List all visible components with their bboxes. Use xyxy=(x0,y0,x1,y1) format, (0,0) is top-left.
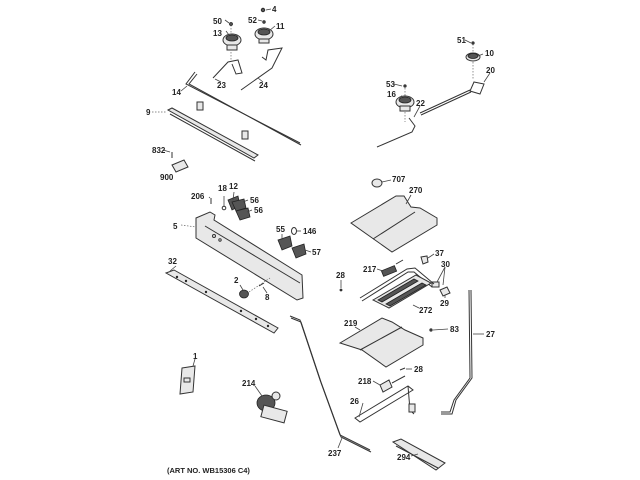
callout-20[interactable]: 20 xyxy=(486,66,495,75)
callout-23[interactable]: 23 xyxy=(217,81,226,90)
callout-28-lower[interactable]: 28 xyxy=(414,365,423,374)
callout-57[interactable]: 57 xyxy=(312,248,321,257)
part-29-orifice[interactable] xyxy=(439,286,451,297)
callout-146[interactable]: 146 xyxy=(303,227,317,236)
part-53-screw[interactable] xyxy=(403,84,407,88)
manifold-brackets xyxy=(196,101,249,140)
part-30-connector[interactable] xyxy=(431,281,440,288)
part-11-burner-head[interactable] xyxy=(254,27,274,44)
part-57-valve[interactable] xyxy=(291,243,307,259)
part-219-burner-shield[interactable] xyxy=(338,317,424,368)
callout-37[interactable]: 37 xyxy=(435,249,444,258)
callout-900[interactable]: 900 xyxy=(160,173,174,182)
part-294-bracket[interactable] xyxy=(391,438,446,471)
callout-5[interactable]: 5 xyxy=(173,222,178,231)
part-20-bracket[interactable] xyxy=(469,81,485,95)
callout-10[interactable]: 10 xyxy=(485,49,494,58)
callout-55[interactable]: 55 xyxy=(276,225,285,234)
part-214-valve-regulator[interactable] xyxy=(256,391,288,424)
part-900-clip[interactable] xyxy=(171,159,189,173)
callout-4[interactable]: 4 xyxy=(272,5,277,14)
callout-217[interactable]: 217 xyxy=(363,265,377,274)
part-4-screw[interactable] xyxy=(260,7,266,13)
part-28-screw-lower[interactable] xyxy=(399,367,406,371)
callout-1[interactable]: 1 xyxy=(193,352,198,361)
callout-24[interactable]: 24 xyxy=(259,81,268,90)
part-51-screw[interactable] xyxy=(471,41,475,45)
part-28-screw-upper[interactable] xyxy=(339,288,343,292)
callout-9[interactable]: 9 xyxy=(146,108,151,117)
callout-26[interactable]: 26 xyxy=(350,397,359,406)
callout-53[interactable]: 53 xyxy=(386,80,395,89)
part-24-tube[interactable] xyxy=(240,47,283,91)
callout-13[interactable]: 13 xyxy=(213,29,222,38)
part-237-gas-line[interactable] xyxy=(289,315,372,453)
part-22-tube[interactable] xyxy=(376,117,416,148)
part-217-igniter[interactable] xyxy=(380,259,404,277)
part-16-burner-head[interactable] xyxy=(395,85,415,122)
part-1-manual[interactable] xyxy=(179,365,196,395)
callout-14[interactable]: 14 xyxy=(172,88,181,97)
part-18-washer[interactable] xyxy=(221,205,227,211)
callout-8[interactable]: 8 xyxy=(265,293,270,302)
part-5-manifold-panel[interactable] xyxy=(195,211,304,301)
part-27-gas-line[interactable] xyxy=(441,289,473,415)
callout-219[interactable]: 219 xyxy=(344,319,358,328)
part-13-burner-head[interactable] xyxy=(222,25,242,60)
part-2-knob[interactable] xyxy=(239,289,249,299)
callout-707[interactable]: 707 xyxy=(392,175,406,184)
part-9-burner-rail[interactable] xyxy=(166,107,259,162)
tube-upper-right xyxy=(419,89,472,116)
part-272-burner-grid[interactable] xyxy=(371,274,433,309)
part-50-screw[interactable] xyxy=(229,22,233,26)
part-55-valve[interactable] xyxy=(277,235,293,251)
part-26-bracket[interactable] xyxy=(354,385,416,423)
callout-214[interactable]: 214 xyxy=(242,379,256,388)
part-52-screw[interactable] xyxy=(262,20,266,24)
callout-237[interactable]: 237 xyxy=(328,449,342,458)
callout-30[interactable]: 30 xyxy=(441,260,450,269)
callout-206[interactable]: 206 xyxy=(191,192,205,201)
callout-27[interactable]: 27 xyxy=(486,330,495,339)
callout-28-upper[interactable]: 28 xyxy=(336,271,345,280)
callout-16[interactable]: 16 xyxy=(387,90,396,99)
callout-52[interactable]: 52 xyxy=(248,16,257,25)
part-10-burner-head[interactable] xyxy=(465,44,481,80)
part-56-valve-a[interactable] xyxy=(231,198,247,212)
callout-56-b[interactable]: 56 xyxy=(254,206,263,215)
callout-56-a[interactable]: 56 xyxy=(250,196,259,205)
art-number: (ART NO. WB15306 C4) xyxy=(167,466,250,475)
part-146-orifice[interactable] xyxy=(291,227,297,235)
leader-lines xyxy=(152,8,491,457)
callout-2[interactable]: 2 xyxy=(234,276,239,285)
part-14-manifold-rod[interactable] xyxy=(185,71,302,146)
callout-270[interactable]: 270 xyxy=(409,186,423,195)
callout-294[interactable]: 294 xyxy=(397,453,411,462)
part-32-heat-shield[interactable] xyxy=(164,269,279,334)
callout-50[interactable]: 50 xyxy=(213,17,222,26)
callout-18[interactable]: 18 xyxy=(218,184,227,193)
callout-32[interactable]: 32 xyxy=(168,257,177,266)
part-218-orifice-holder[interactable] xyxy=(379,375,406,393)
part-8-screw[interactable] xyxy=(248,277,271,293)
part-37-cap[interactable] xyxy=(420,255,429,265)
part-83-screw[interactable] xyxy=(429,328,433,332)
callout-218[interactable]: 218 xyxy=(358,377,372,386)
callout-22[interactable]: 22 xyxy=(416,99,425,108)
callout-83[interactable]: 83 xyxy=(450,325,459,334)
part-707-clip[interactable] xyxy=(371,178,383,188)
callout-51[interactable]: 51 xyxy=(457,36,466,45)
callout-272[interactable]: 272 xyxy=(419,306,433,315)
callout-12[interactable]: 12 xyxy=(229,182,238,191)
callout-832[interactable]: 832 xyxy=(152,146,166,155)
part-56-valve-b[interactable] xyxy=(235,207,251,221)
callout-11[interactable]: 11 xyxy=(276,22,285,31)
callout-29[interactable]: 29 xyxy=(440,299,449,308)
part-270-burner-baffle[interactable] xyxy=(350,195,438,253)
part-23-tube[interactable] xyxy=(212,59,243,79)
